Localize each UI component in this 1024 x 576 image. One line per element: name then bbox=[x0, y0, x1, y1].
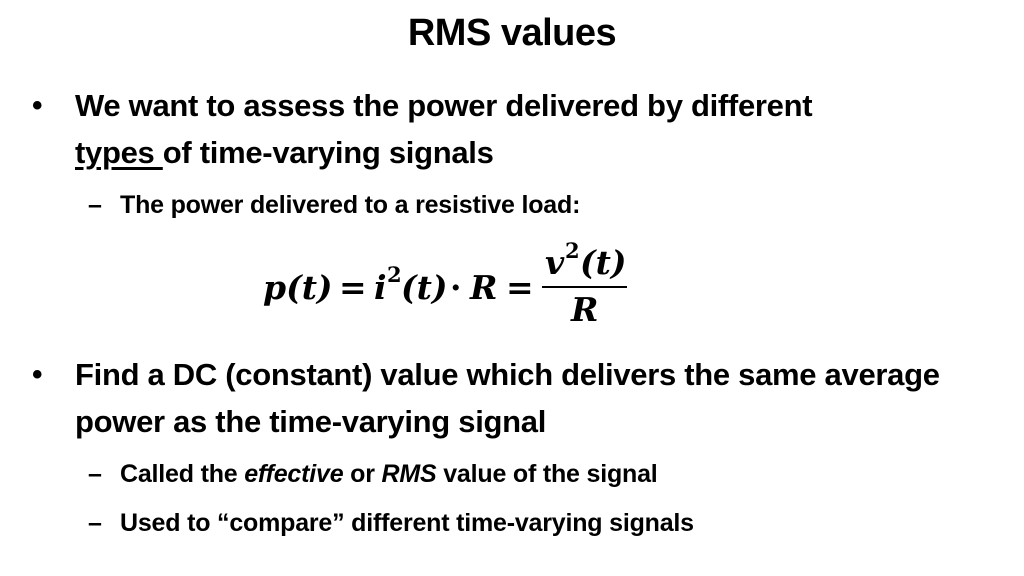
formula-voltage-arg: (t) bbox=[580, 243, 626, 282]
bullet-text-continued: of time-varying signals bbox=[162, 135, 494, 170]
sub-bullet-resistive-load: – The power delivered to a resistive loa… bbox=[88, 189, 980, 221]
formula-resistance: R bbox=[469, 268, 497, 307]
formula-equals-2: = bbox=[506, 268, 534, 307]
formula-lhs: p(t) bbox=[263, 268, 333, 307]
formula-graphic: p(t) = i 2 (t) · R = v 2 (t) R bbox=[263, 238, 627, 329]
sub-bullet-text-after: value of the signal bbox=[436, 460, 658, 488]
formula-denominator: R bbox=[570, 290, 598, 329]
bullet-item-power-assessment: • We want to assess the power delivered … bbox=[32, 82, 955, 176]
emphasis-rms: RMS bbox=[381, 460, 437, 488]
sub-bullet-text-middle: or bbox=[343, 460, 382, 488]
formula-dot: · bbox=[450, 268, 462, 307]
dash-icon: – bbox=[88, 509, 102, 537]
bullet-text: Find a DC (constant) value which deliver… bbox=[75, 357, 940, 439]
slide-title: RMS values bbox=[407, 12, 617, 54]
formula-voltage-exponent: 2 bbox=[565, 238, 580, 263]
formula-current-exponent: 2 bbox=[387, 262, 402, 287]
sub-bullet-effective-value: – Called the effective or RMS value of t… bbox=[88, 458, 980, 490]
power-formula: p(t) = i 2 (t) · R = v 2 (t) R bbox=[255, 238, 645, 330]
formula-equals-1: = bbox=[339, 268, 367, 307]
emphasis-effective: effective bbox=[244, 460, 344, 488]
sub-bullet-compare-signals: – Used to “compare” different time-varyi… bbox=[88, 507, 980, 539]
bullet-text: We want to assess the power delivered by… bbox=[75, 88, 813, 123]
sub-bullet-text: Called the bbox=[120, 460, 245, 488]
sub-bullet-text: The power delivered to a resistive load: bbox=[120, 191, 581, 219]
bullet-icon: • bbox=[32, 89, 43, 122]
formula-voltage: v bbox=[545, 243, 565, 282]
underlined-word: types bbox=[75, 135, 163, 170]
bullet-icon: • bbox=[32, 358, 43, 391]
bullet-item-dc-value: • Find a DC (constant) value which deliv… bbox=[32, 351, 955, 445]
dash-icon: – bbox=[88, 191, 102, 219]
formula-current: i bbox=[374, 268, 387, 307]
dash-icon: – bbox=[88, 460, 102, 488]
formula-current-arg: (t) bbox=[401, 268, 447, 307]
sub-bullet-text: Used to “compare” different time-varying… bbox=[120, 509, 694, 537]
